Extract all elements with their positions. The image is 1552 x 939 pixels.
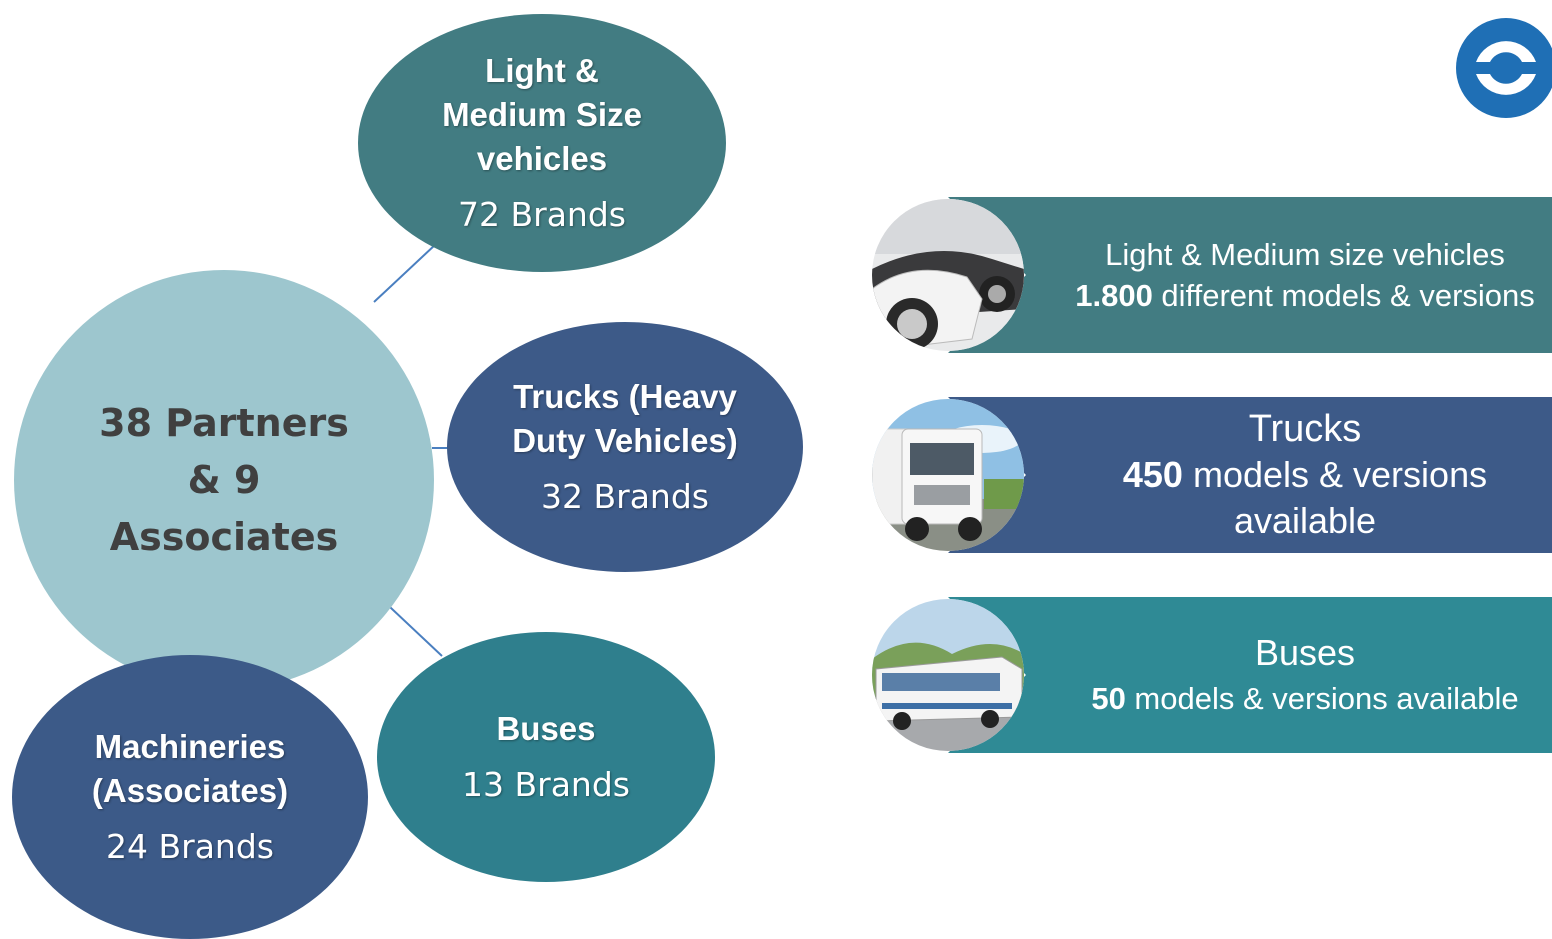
banner-detail-text: models & versions available (1182, 454, 1488, 541)
banner-detail: 1.800 different models & versions (1075, 275, 1535, 316)
bubble-title: Trucks (Heavy Duty Vehicles) (512, 378, 738, 459)
banner-number: 450 (1122, 454, 1183, 495)
bubble-brand-count: 72 Brands (458, 195, 626, 234)
info-banner: Light & Medium size vehicles 1.800 diffe… (948, 197, 1552, 353)
info-row-buses: Buses 50 models & versions available (872, 597, 1552, 753)
bubble-title: Machineries (Associates) (91, 728, 289, 809)
bubble-machineries: Machineries (Associates) 24 Brands (12, 655, 368, 939)
banner-heading: Trucks (1248, 408, 1362, 450)
banner-number: 50 (1091, 681, 1126, 716)
bubble-brand-count: 13 Brands (462, 765, 630, 804)
bubble-brand-count: 32 Brands (541, 477, 709, 516)
banner-heading: Buses (1254, 632, 1356, 673)
bubble-title: Light & Medium Size vehicles (442, 52, 642, 177)
bubble-trucks: Trucks (Heavy Duty Vehicles) 32 Brands (447, 322, 803, 572)
bubble-title: Buses (496, 710, 596, 747)
connector-light (373, 243, 437, 303)
info-banner: Trucks 450 models & versions available (948, 397, 1552, 553)
bubble-light-medium-vehicles: Light & Medium Size vehicles 72 Brands (358, 14, 726, 272)
info-banner: Buses 50 models & versions available (948, 597, 1552, 753)
hub-circle: 38 Partners & 9 Associates (14, 270, 434, 690)
banner-detail-text: models & versions available (1125, 681, 1519, 716)
hub-title: 38 Partners & 9 Associates (99, 400, 349, 559)
truck-photo (872, 399, 1024, 551)
banner-detail: 50 models & versions available (1091, 677, 1518, 721)
info-row-light-vehicles: Light & Medium size vehicles 1.800 diffe… (872, 197, 1552, 353)
company-logo-icon (1456, 18, 1552, 118)
bus-photo (872, 599, 1024, 751)
banner-heading: Light & Medium size vehicles (1105, 237, 1505, 272)
banner-detail-text: different models & versions (1152, 278, 1535, 313)
bubble-buses: Buses 13 Brands (377, 632, 715, 882)
info-row-trucks: Trucks 450 models & versions available (872, 397, 1552, 553)
banner-detail: 450 models & versions available (1058, 452, 1552, 544)
bubble-brand-count: 24 Brands (106, 827, 274, 866)
banner-number: 1.800 (1075, 278, 1153, 313)
car-photo (872, 199, 1024, 351)
